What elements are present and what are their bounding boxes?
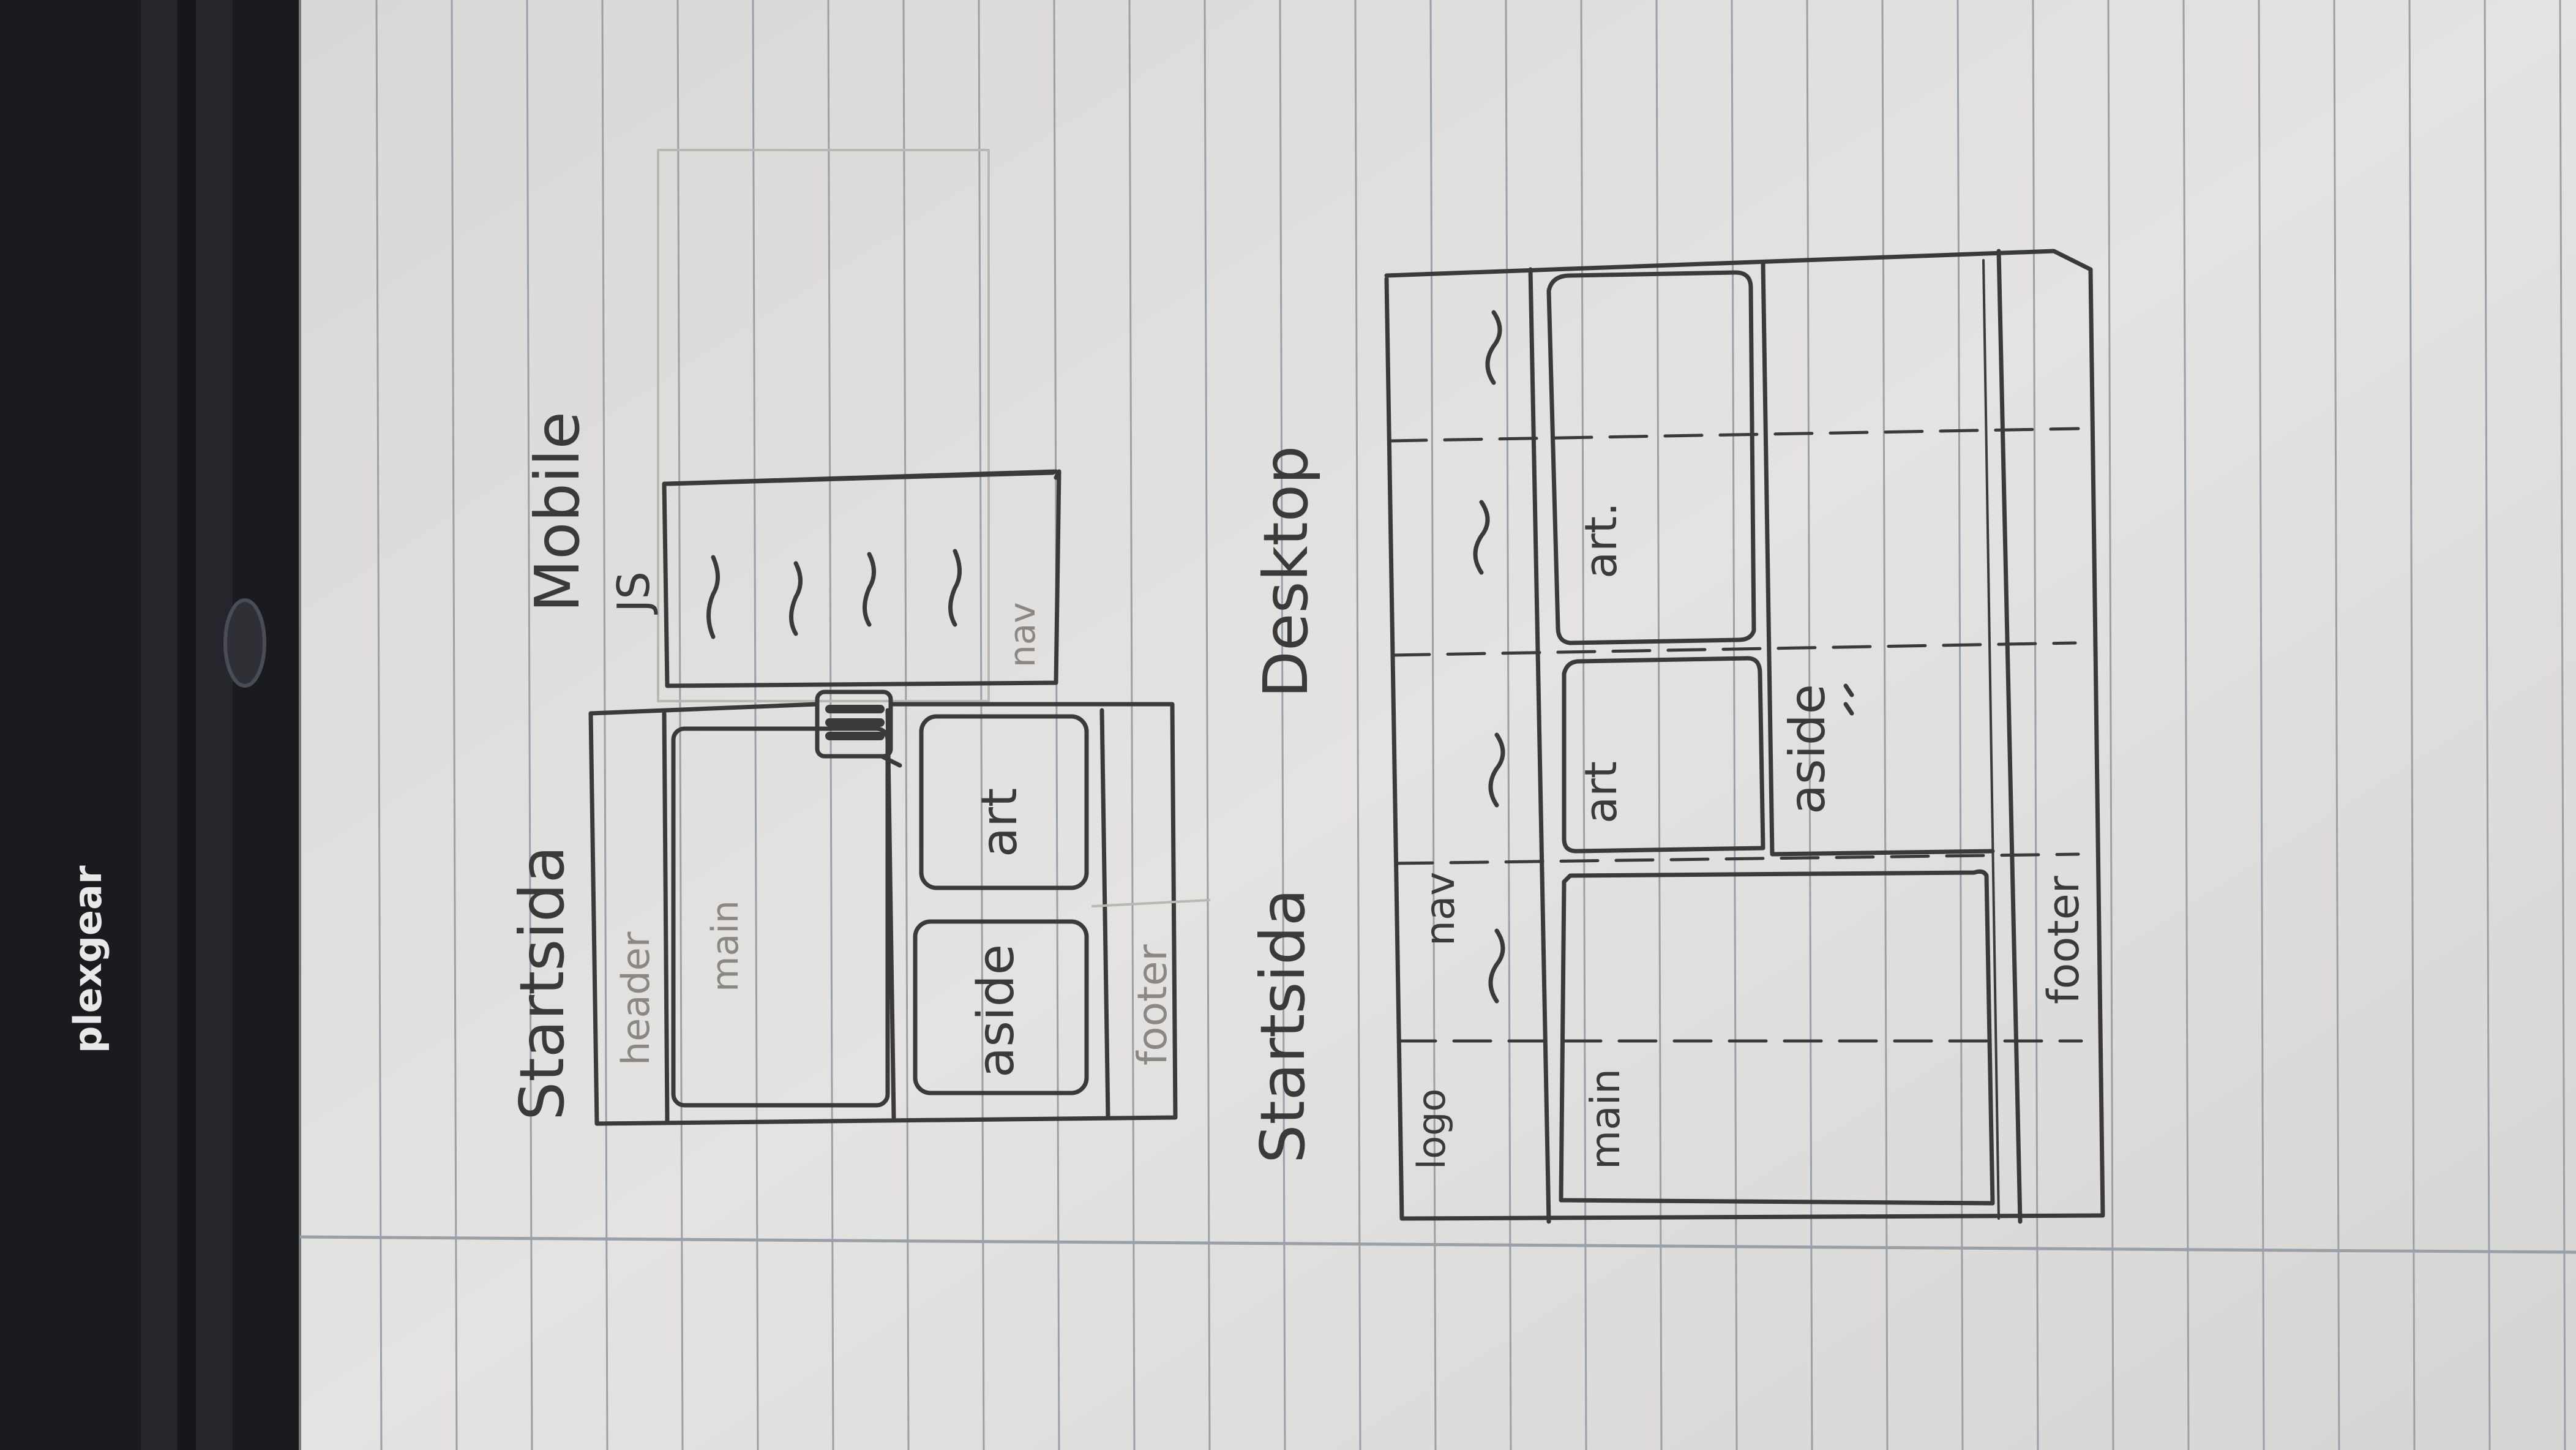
ruled-line [1731,0,1738,1450]
ruled-line [752,0,759,1450]
hamburger-icon [815,689,893,759]
mobile-wireframe [588,149,1210,1126]
bag-brand: plexgear [66,865,110,1053]
ruled-line [2408,0,2416,1450]
ruled-line [1354,0,1361,1450]
ruled-line [601,0,608,1450]
desktop-labels: Startsida Desktop logo nav main art art.… [1247,446,2089,1170]
desktop-page [1384,249,2105,1221]
ruled-line [902,0,910,1450]
ruled-line [1279,0,1286,1450]
ruled-line [1806,0,1813,1450]
mobile-aside-label: aside [967,944,1025,1078]
ruled-line [2032,0,2039,1450]
art-box-2 [1546,270,1756,645]
desktop-art-2-label: art. [1575,502,1627,579]
ruled-line [1505,0,1512,1450]
mobile-nav-label: nav [1002,602,1043,667]
mobile-footer-label: footer [1129,944,1176,1065]
pencil-sketch-box [657,149,990,702]
ruled-line [1204,0,1211,1450]
mobile-art-label: art [971,788,1028,857]
ruled-line [2258,0,2265,1450]
zipper-pull [223,598,266,688]
ruled-line [1128,0,1136,1450]
mobile-labels: Startsida Mobile JS header main art asid… [506,411,1176,1121]
mobile-header-label: header [613,931,658,1065]
mobile-js-label: JS [608,571,659,615]
art-box [919,714,1089,890]
ruled-line [1655,0,1663,1450]
mobile-page [588,702,1178,1126]
aside-column [1761,261,1995,857]
ruled-line [451,0,458,1450]
desktop-title-device: Desktop [1250,446,1322,698]
mobile-title-start: Startsida [506,846,578,1121]
ruled-line [526,0,533,1450]
main-box [1559,869,1995,1206]
ruled-line [2333,0,2340,1450]
desktop-main-label: main [1582,1069,1629,1170]
paper [299,0,2576,1450]
mobile-main-label: main [704,900,747,992]
ruled-line [1053,0,1060,1450]
desktop-art-1-label: art [1575,761,1627,824]
ruled-line [2484,0,2491,1450]
desktop-footer-label: footer [2039,876,2089,1004]
mobile-title-device: Mobile [522,411,593,612]
desktop-wireframe [1384,249,2105,1224]
main-panel [671,726,890,1108]
ruled-line [978,0,985,1450]
desktop-logo-label: logo [1409,1089,1454,1170]
ruled-line [2182,0,2190,1450]
bag: plexgear [0,0,306,1450]
ruled-line [676,0,684,1450]
ruled-line [1580,0,1587,1450]
ruled-line [1429,0,1437,1450]
desktop-aside-label: aside [1779,684,1836,814]
margin-line [299,1235,2576,1254]
desktop-nav-label: nav [1417,872,1464,946]
ruled-line [2107,0,2114,1450]
ruled-line [2559,0,2566,1450]
aside-box [913,919,1089,1095]
ruled-line [1956,0,1964,1450]
desktop-title-start: Startsida [1247,888,1319,1163]
art-box-1 [1562,656,1765,854]
ruled-line [1881,0,1889,1450]
ruled-line [375,0,383,1450]
